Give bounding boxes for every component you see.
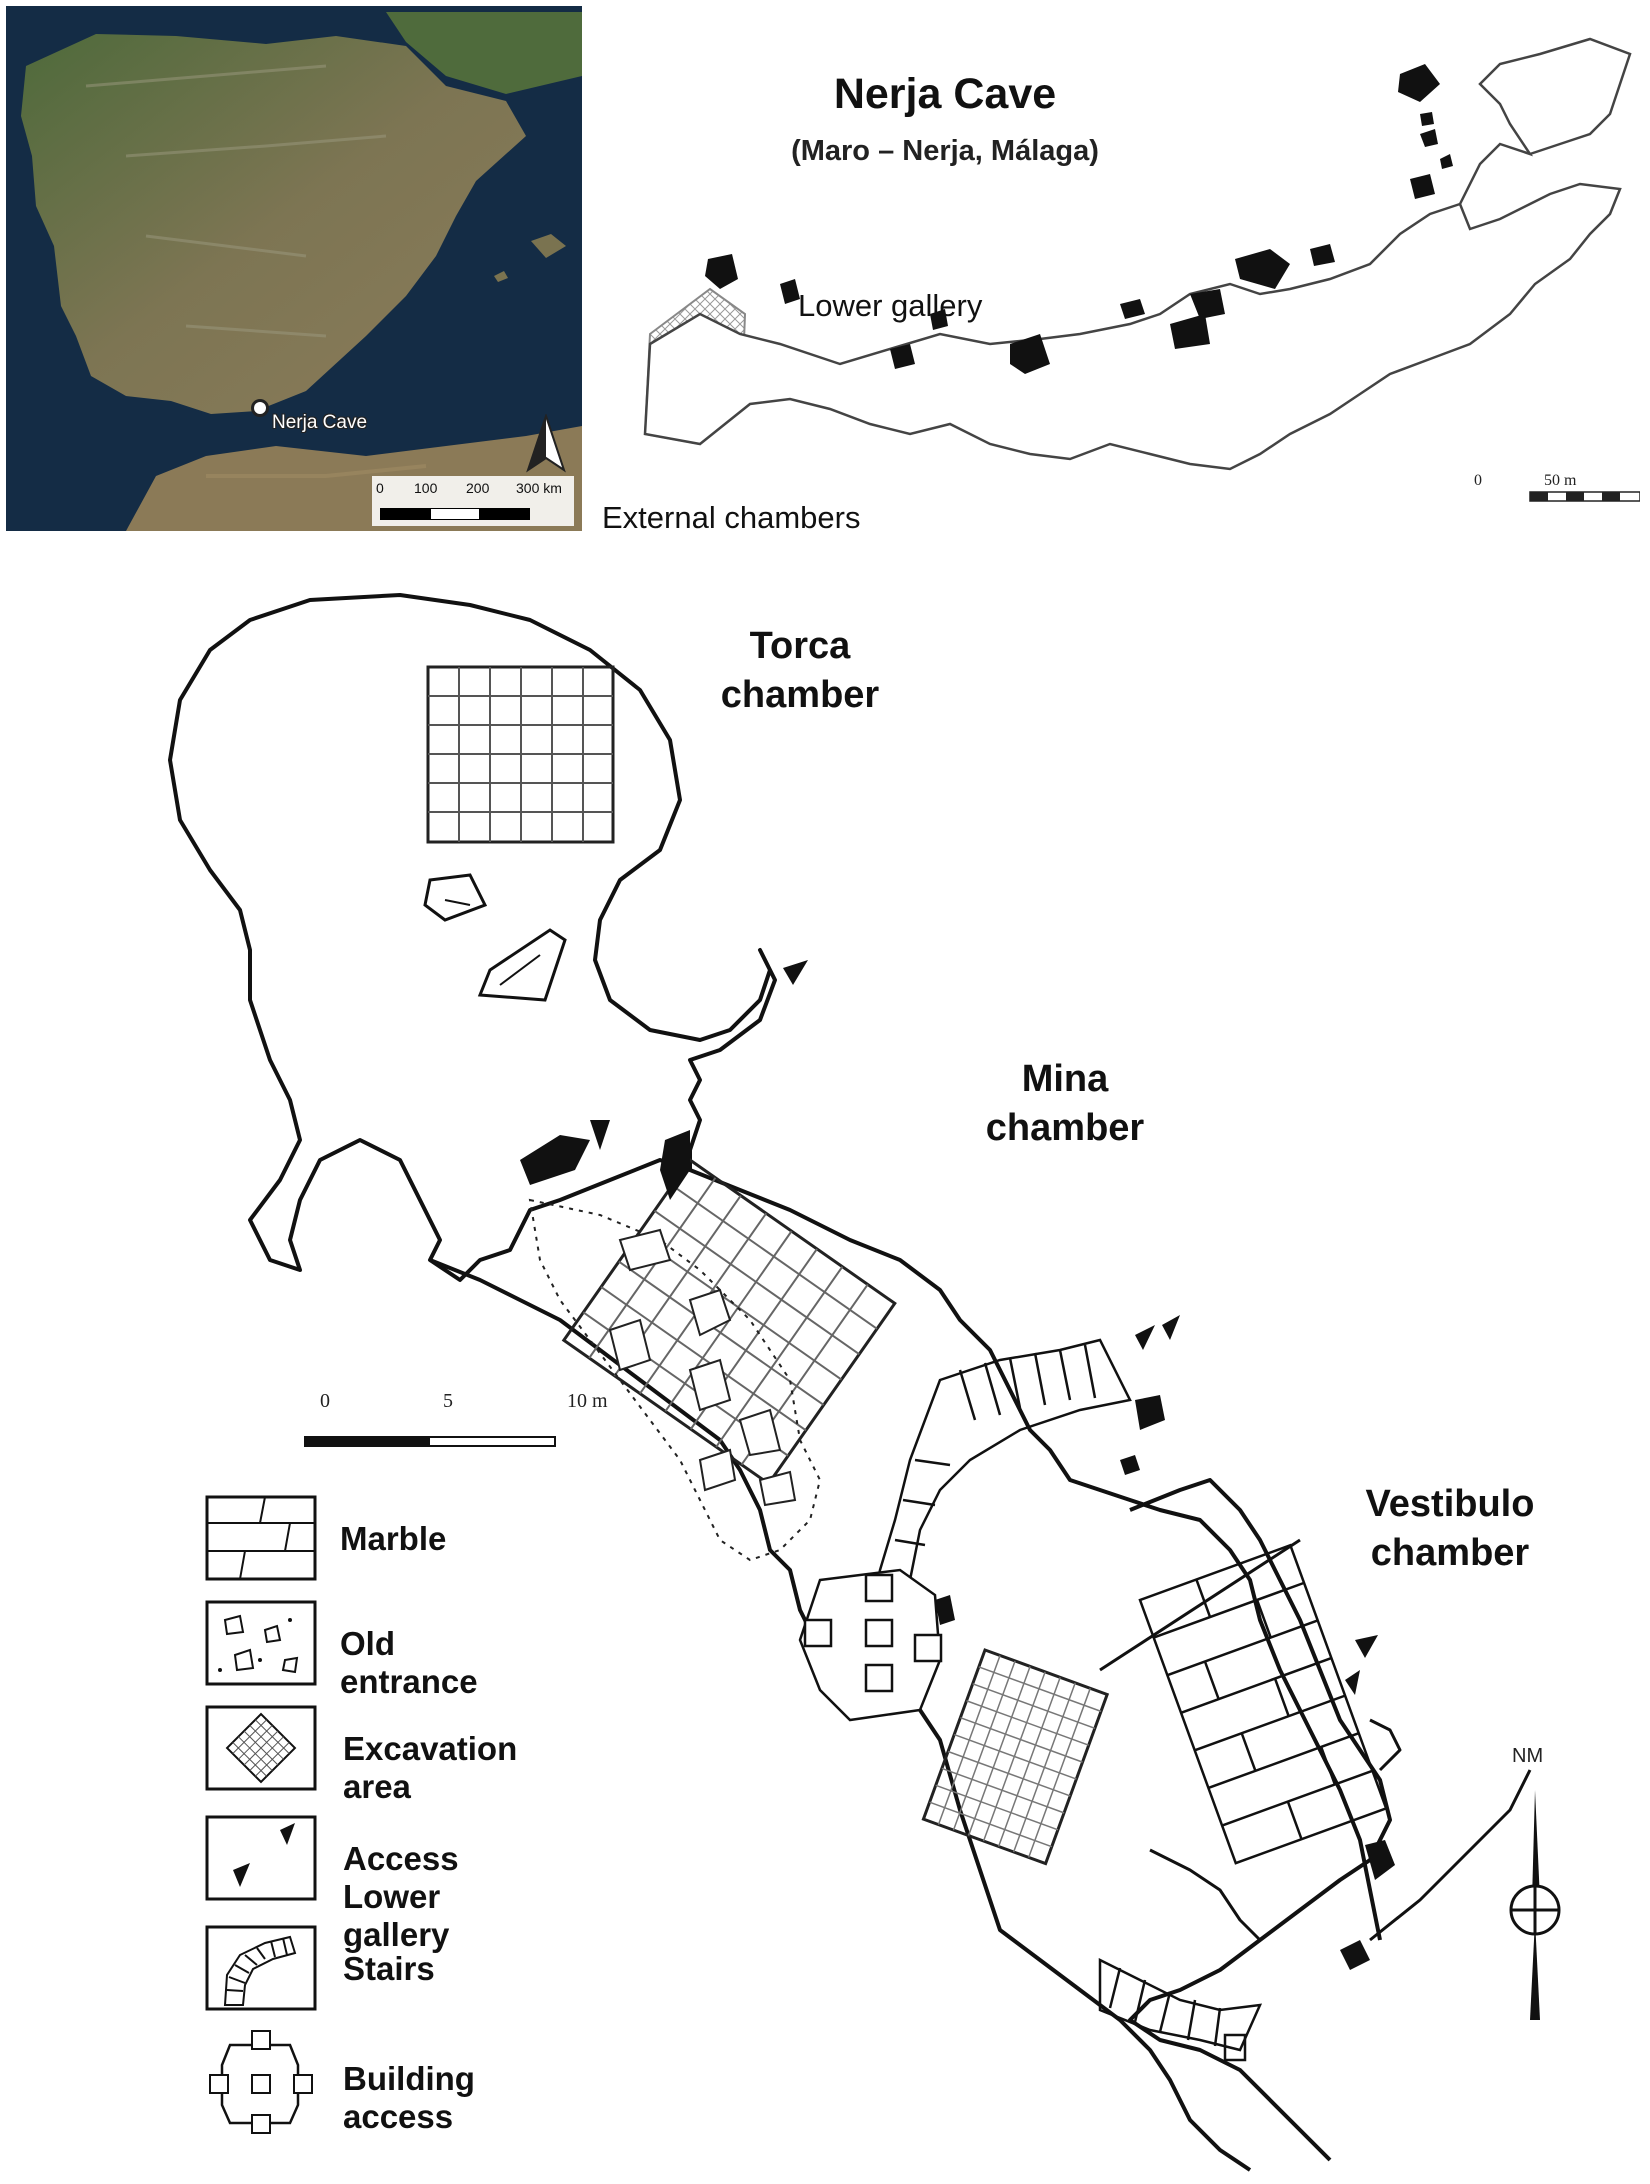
torca-excavation-grid [426,665,615,844]
vestibulo-label-line2: chamber [1370,1532,1530,1575]
vestibulo-chamber-outline [1128,1478,1392,2162]
torca-label-line1: Torca [749,625,851,667]
overview-scale-tick: 0 [1474,472,1482,489]
cave-upper-gallery [1458,37,1632,205]
inset-scale-tick: 100 [414,480,438,496]
vestibulo-inner-wall [1149,1848,1262,1942]
legend-label: Old entrance [340,1625,478,1700]
inset-scale-segments [380,508,530,520]
mina-label-line2: chamber [985,1107,1145,1150]
cave-plan-map [168,593,1561,2172]
vestibulo-label-line1: Vestibulo [1365,1483,1535,1525]
torca-chamber-label: Torca chamber [690,622,910,721]
torca-label-line2: chamber [720,674,880,717]
satellite-map [6,6,582,531]
plan-scale-tick: 0 [320,1390,330,1412]
overview-scale-tick: 50 m [1544,472,1577,489]
overview-subtitle: (Maro – Nerja, Málaga) [791,135,1099,167]
satellite-map-graphic [6,6,582,531]
legend-label: Access Lower gallery [343,1840,459,1953]
old-entrance-pattern-icon [205,1600,317,1686]
vestibulo-leader-line [1099,1538,1301,1672]
vestibulo-marble-blocks [1138,1543,1388,1865]
north-arrow-icon [526,414,566,473]
cave-overview-map [643,37,1640,502]
inset-scale-tick: 300 km [516,480,562,496]
inset-scale-tick: 0 [376,480,384,496]
building-access-shape-icon [209,2030,313,2134]
legend-label: Stairs [343,1950,435,1987]
building-access-graphic [798,1568,943,1722]
location-label: Nerja Cave [272,412,368,433]
plan-scale-tick: 5 [443,1390,453,1412]
inset-scale-tick: 200 [466,480,490,496]
speleothem-blobs [705,64,1453,374]
iberia-landmass [21,34,526,414]
external-chambers-label: External chambers [602,500,861,535]
mina-excavation-grid [561,1157,897,1486]
legend-label: Excavation area [343,1730,518,1805]
marble-pattern-icon [205,1495,317,1581]
legend-label: Marble [340,1520,447,1557]
torca-chamber-outline [168,593,777,1282]
cave-location-marker [251,399,269,417]
old-entrance-area [528,1198,822,1562]
plan-speleothem-blobs [520,1120,1395,1970]
mina-chamber-label: Mina chamber [955,1055,1175,1154]
lower-gallery-label: Lower gallery [798,288,983,323]
vestibulo-chamber-label: Vestibulo chamber [1330,1480,1570,1579]
mina-corridor-wall-upper [689,1168,1382,1941]
plan-scale-tick: 10 m [567,1390,608,1412]
arrowheads-icon [205,1815,317,1901]
plan-access-arrowheads [783,960,1378,1695]
excavation-grid-icon [205,1705,317,1791]
north-label: NM [1512,1745,1544,1767]
legend-label: Building access [343,2060,475,2135]
plan-north-arrow-icon [1509,1790,1561,2020]
cave-outline [643,182,1622,471]
overview-title: Nerja Cave [833,70,1057,118]
vestibulo-excavation-grid [921,1648,1110,1866]
stairs-graphic [868,1338,1263,2062]
plan-scale-bar [304,1436,556,1447]
mina-label-line1: Mina [1021,1058,1109,1100]
stairs-pattern-icon [205,1925,317,2011]
